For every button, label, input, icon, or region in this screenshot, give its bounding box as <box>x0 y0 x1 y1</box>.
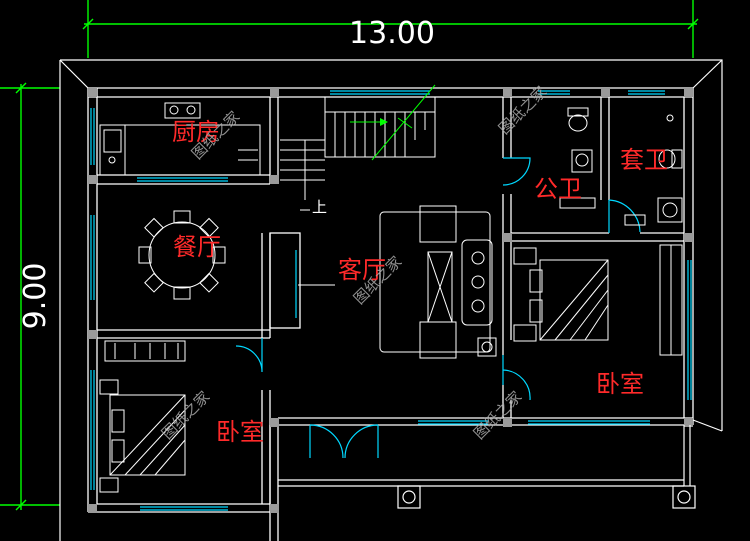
room-label-bedroom-left: 卧室 <box>216 418 264 446</box>
windows <box>90 90 692 511</box>
kitchen-counter <box>99 102 261 176</box>
veranda <box>278 425 696 509</box>
columns <box>88 88 693 513</box>
dining-table <box>138 210 226 300</box>
walls <box>87 87 694 541</box>
bathroom-fixtures <box>559 107 683 226</box>
room-label-public-bath: 公卫 <box>534 175 582 203</box>
height-dimension-label: 9.00 <box>18 263 53 330</box>
width-dimension-label: 13.00 <box>349 16 435 51</box>
roof-outline <box>59 59 723 541</box>
room-label-bedroom-right: 卧室 <box>596 370 644 398</box>
left-bedroom-furniture <box>99 340 186 493</box>
right-bedroom-furniture <box>513 244 683 356</box>
staircase <box>280 84 436 211</box>
room-label-living: 客厅 <box>338 256 386 284</box>
room-label-kitchen: 厨房 <box>172 118 220 146</box>
dimension-lines <box>0 0 699 511</box>
living-room-sofa-set <box>298 205 497 359</box>
room-label-ensuite-bath: 套卫 <box>620 146 668 174</box>
stair-up-label: 上 <box>312 198 327 216</box>
room-label-dining: 餐厅 <box>173 233 221 261</box>
